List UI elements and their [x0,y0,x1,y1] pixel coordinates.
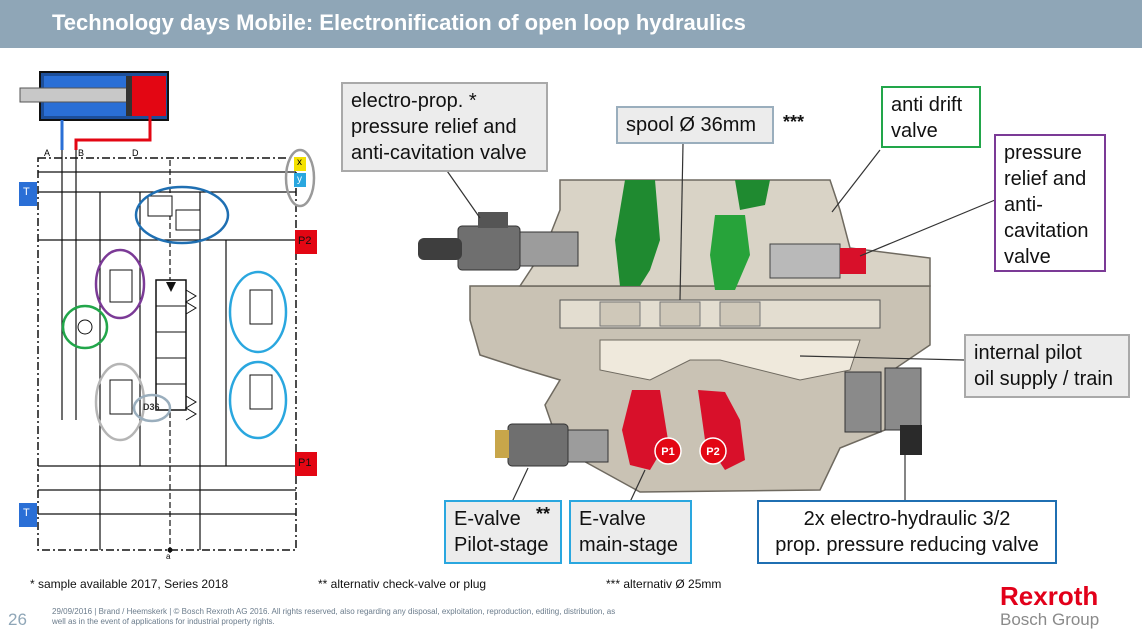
port-badge-p1-label: P1 [661,446,674,458]
callout-line: relief and [1004,168,1087,190]
callout-spool-text: spool Ø 36mm [626,114,757,136]
solenoid-left [457,225,521,271]
callout-evalve-pilot: E-valve Pilot-stage [444,500,562,564]
callout-line: pressure [1004,142,1082,164]
callout-line: Pilot-stage [454,534,549,556]
label-d36: D36 [143,402,160,412]
label-y: y [297,174,302,185]
green-channel-right [710,215,750,290]
callout-line: E-valve [579,508,646,530]
label-x: x [297,157,302,168]
highlight-relief-valve [94,248,146,320]
port-t-bottom [19,503,37,527]
cylinder-rod-side [130,76,166,116]
footnote-3: *** alternativ Ø 25mm [606,577,722,591]
solenoid-pilot [507,423,569,467]
callout-line: pressure relief and [351,116,517,138]
red-channel-right [698,390,745,470]
relief-valve-cap [840,248,866,274]
port-badge-p1 [654,437,682,465]
highlight-xy [284,148,316,208]
callout-line: valve [1004,246,1051,268]
cylinder-rod [19,87,131,103]
port-p2 [295,230,317,254]
callout-line: anti drift [891,94,963,116]
footnote-1: * sample available 2017, Series 2018 [30,577,229,591]
logo-bosch-group: Bosch Group [1000,610,1100,629]
callout-internal-pilot: internal pilot oil supply / train [964,334,1130,398]
callout-line: electro-prop. * [351,90,477,112]
solenoid-right-2 [884,367,922,431]
port-y [294,173,306,187]
copyright-notice: 29/09/2016 | Brand / Heemskerk | © Bosch… [52,607,732,627]
callout-line: 2x electro-hydraulic 3/2 [803,508,1011,530]
label-t-top: T [23,186,30,198]
label-a: A [44,148,51,158]
valve-cutaway: P1 P2 [418,179,931,493]
relief-valve-cartridge [769,243,841,279]
page-number: 26 [8,610,27,629]
label-p2: P2 [298,235,312,247]
label-d: D [132,148,139,158]
port-p1 [295,452,317,476]
label-a-bottom: a [166,552,171,561]
slide-title: Technology days Mobile: Electronificatio… [52,10,746,35]
copyright-line-2: well as in the event of applications for… [52,617,275,626]
callout-line: main-stage [579,534,678,556]
callout-anti-drift: anti drift valve [881,86,981,148]
highlight-anti-drift [61,304,109,350]
solenoid-right-1 [844,371,882,433]
footnote-2: ** alternativ check-valve or plug [318,577,487,591]
highlight-evalve-1 [228,270,288,354]
spool-stars: *** [783,112,805,132]
callout-spool: spool Ø 36mm [616,106,774,144]
schematic-frame [37,157,297,551]
port-badge-p2-label: P2 [706,446,719,458]
callout-line: anti- [1004,194,1043,216]
callout-evalve-main: E-valve main-stage [569,500,692,564]
port-x [294,157,306,171]
line-b [74,116,152,150]
callout-line: oil supply / train [974,368,1113,390]
highlight-pilot [94,362,146,442]
callout-line: valve [891,120,938,142]
callout-line: cavitation [1004,220,1089,242]
highlight-d36 [132,393,172,423]
hydraulic-schematic [19,71,317,555]
callout-electro-hydraulic: 2x electro-hydraulic 3/2 prop. pressure … [757,500,1057,564]
label-p1: P1 [298,457,312,469]
copyright-line-1: 29/09/2016 | Brand / Heemskerk | © Bosch… [52,607,616,616]
callout-electro-prop-relief: electro-prop. * pressure relief and anti… [341,82,548,172]
callout-line: anti-cavitation valve [351,142,527,164]
logo-rexroth: Rexroth [1000,581,1099,611]
callout-line: prop. pressure reducing valve [775,534,1039,556]
header-bar: Technology days Mobile: Electronificatio… [0,0,1142,48]
callout-pressure-relief-right: pressure relief and anti- cavitation val… [994,134,1106,272]
directional-valve [155,279,187,411]
leader-lines [444,143,996,503]
label-b: B [78,148,85,158]
highlight-evalve-2 [228,360,288,440]
callout-line: internal pilot [974,342,1082,364]
label-t-bottom: T [23,507,30,519]
cylinder-piston [126,76,132,116]
port-t-top [19,182,37,206]
port-badge-p2 [699,437,727,465]
callout-line: E-valve [454,508,521,530]
green-channel-left [615,180,660,286]
highlight-pressure-reducing [134,185,230,245]
evalve-pilot-stars: ** [536,504,551,524]
